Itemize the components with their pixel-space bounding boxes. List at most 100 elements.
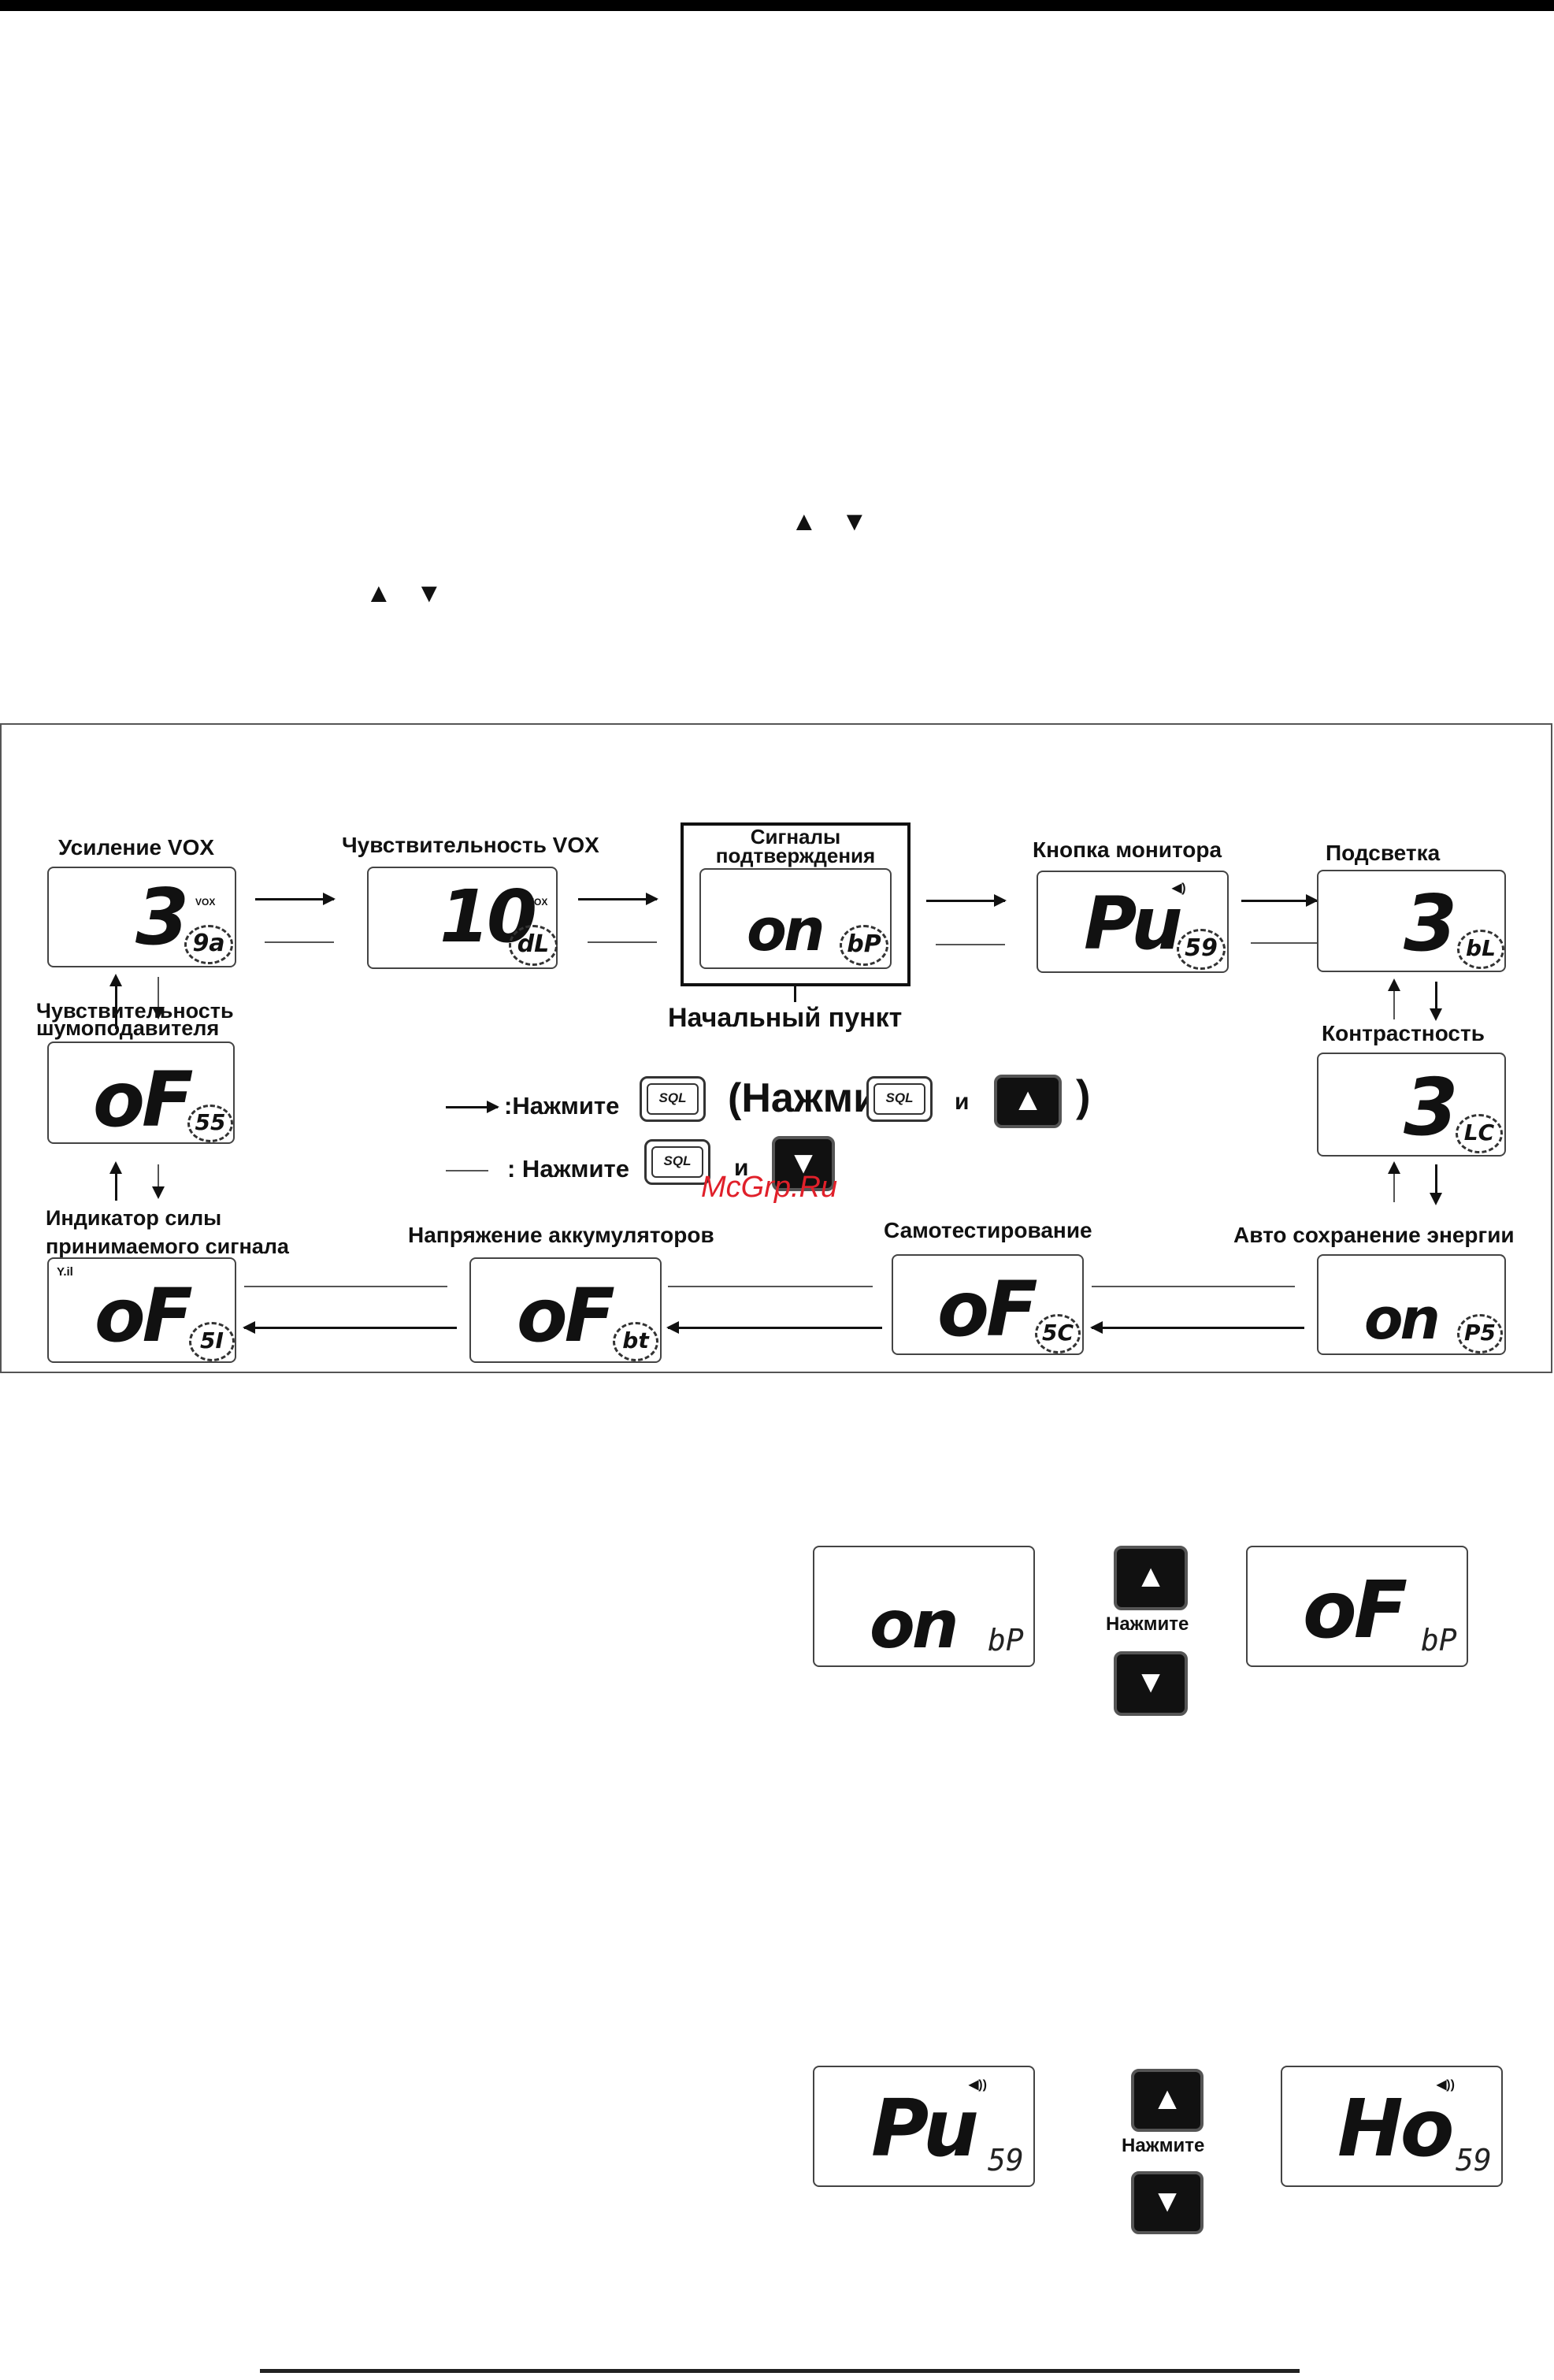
menu-code: 59 [1456, 2143, 1492, 2178]
menu-code: 59 [988, 2143, 1024, 2178]
label-vox-sens: Чувствительность VOX [342, 833, 599, 857]
prev-arrow [1090, 1321, 1304, 1334]
up-arrow [109, 974, 122, 1029]
label-contrast: Контрастность [1322, 1021, 1485, 1045]
speaker-icon: ◀)) [969, 2078, 987, 2092]
next-arrow [255, 893, 336, 905]
next-arrow [578, 893, 658, 905]
lcd-value: 3 [135, 873, 189, 963]
menu-code: bL [1457, 930, 1504, 969]
sql-button: SQL [640, 1076, 706, 1122]
next-arrow [1092, 1280, 1306, 1293]
lcd-beep: on bP [699, 868, 892, 969]
lcd-value: Pu [871, 2082, 979, 2174]
label-signal-indicator: Индикатор силы принимаемого сигнала [46, 1206, 289, 1258]
prev-arrow [1240, 937, 1317, 949]
sql-button-label: SQL [651, 1146, 703, 1178]
lcd-value: on [1364, 1286, 1441, 1352]
menu-code: LC [1456, 1114, 1503, 1153]
lcd-battery: oF bt [469, 1257, 662, 1363]
lcd-contrast: 3 LC [1317, 1053, 1506, 1157]
down-button: ▼ [1131, 2171, 1204, 2234]
sql-button-label: SQL [873, 1083, 925, 1115]
up-arrow [1388, 978, 1400, 1019]
down-button: ▼ [772, 1136, 835, 1191]
prev-arrow [254, 936, 334, 949]
lcd-signal-indicator: Y.il oF 5I [47, 1257, 236, 1363]
lcd-value: on [747, 897, 825, 964]
sql-button-label: SQL [647, 1083, 699, 1115]
next-arrow [1241, 894, 1318, 907]
example2-lcd-after: ◀)) Ho 59 [1281, 2066, 1503, 2187]
label-battery: Напряжение аккумуляторов [408, 1223, 714, 1247]
menu-code: bP [1421, 1623, 1457, 1658]
menu-code: bP [840, 925, 888, 966]
top-rule [0, 0, 1554, 11]
legend-solid-arrow [446, 1101, 499, 1113]
footer-rule [260, 2369, 1300, 2373]
up-arrow [1388, 1161, 1400, 1202]
lcd-backlight: 3 bL [1317, 870, 1506, 972]
label-start-point: Начальный пункт [668, 1003, 903, 1033]
example2-lcd-before: ◀)) Pu 59 [813, 2066, 1035, 2187]
next-arrow [668, 1280, 884, 1293]
legend-hollow-arrow [446, 1164, 499, 1177]
up-arrow-icon: ▲ [791, 507, 818, 537]
example1-lcd-before: on bP [813, 1546, 1035, 1667]
down-arrow-icon: ▼ [841, 507, 868, 537]
menu-code: 59 [1177, 929, 1226, 970]
down-button: ▼ [1114, 1651, 1188, 1716]
down-arrow [1430, 1164, 1442, 1205]
menu-code: 5C [1035, 1314, 1081, 1353]
menu-code: 55 [187, 1105, 233, 1142]
menu-code: P5 [1457, 1314, 1503, 1353]
lcd-value: Pu [1084, 882, 1183, 966]
sql-button: SQL [866, 1076, 933, 1122]
lcd-value: oF [1303, 1564, 1408, 1656]
up-button: ▲ [1114, 1546, 1188, 1610]
prev-arrow [666, 1321, 882, 1334]
next-arrow [244, 1280, 458, 1293]
legend-close: ) [1076, 1071, 1091, 1120]
example1-press-label: Нажмите [1106, 1613, 1189, 1635]
prev-arrow [243, 1321, 457, 1334]
lcd-squelch-sens: oF 55 [47, 1041, 235, 1144]
next-arrow [926, 894, 1007, 907]
down-arrow [1430, 982, 1442, 1021]
lcd-value: oF [517, 1273, 615, 1359]
down-arrow [152, 1164, 165, 1199]
lcd-value: 3 [1404, 1061, 1459, 1153]
legend-and-2: и [734, 1155, 749, 1181]
menu-code: 9a [184, 925, 233, 964]
up-button: ▲ [1131, 2069, 1204, 2132]
label-self-test: Самотестирование [884, 1218, 1092, 1242]
label-power-save: Авто сохранение энергии [1233, 1223, 1515, 1247]
up-arrow-icon: ▲ [365, 578, 392, 608]
lcd-value: on [870, 1586, 959, 1663]
menu-code: 5I [189, 1322, 235, 1361]
up-arrow [109, 1161, 122, 1201]
lcd-monitor: ◀) Pu 59 [1037, 871, 1229, 973]
legend-press-1: :Нажмите [504, 1092, 620, 1119]
lcd-value: oF [95, 1273, 193, 1359]
prev-arrow [925, 938, 1005, 951]
lcd-power-save: on P5 [1317, 1254, 1506, 1355]
label-monitor: Кнопка монитора [1033, 837, 1222, 862]
sql-button: SQL [644, 1139, 710, 1185]
down-arrow [152, 977, 165, 1019]
down-arrow-icon: ▼ [416, 578, 443, 608]
menu-diagram [0, 723, 1552, 1373]
lcd-value: oF [93, 1056, 194, 1144]
example2-press-label: Нажмите [1122, 2135, 1205, 2156]
lcd-value: oF [937, 1265, 1038, 1353]
legend-and-1: и [955, 1089, 970, 1115]
legend-press-2: : Нажмите [507, 1155, 629, 1183]
lcd-vox-gain: VOX 3 9a [47, 867, 236, 967]
speaker-icon: ◀)) [1437, 2078, 1455, 2092]
lcd-vox-sens: VOX 10 dL [367, 867, 558, 969]
menu-code: bP [988, 1623, 1024, 1658]
lcd-value: Ho [1337, 2082, 1454, 2174]
vox-indicator: VOX [195, 897, 216, 908]
menu-code: bt [613, 1322, 658, 1361]
label-beep: Сигналы подтверждения [715, 825, 876, 867]
